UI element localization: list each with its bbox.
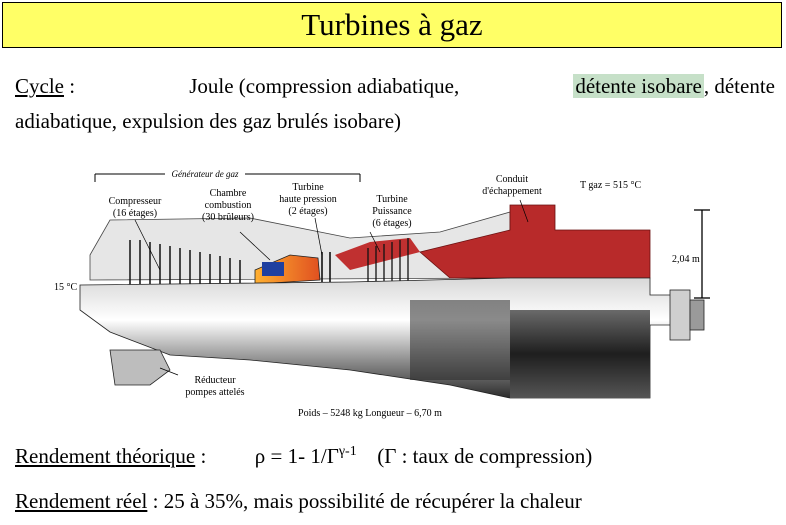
combustion-chamber	[254, 254, 321, 285]
reducer-gearbox	[109, 349, 171, 386]
height-dimension	[694, 209, 710, 299]
cycle-text-a: Joule (compression adiabatique,	[189, 74, 460, 98]
exhaust-housing	[510, 310, 650, 398]
chamber-label-2: combustion	[205, 200, 252, 211]
power-turbine-label-1: Turbine	[376, 194, 408, 205]
leader-lines	[134, 199, 529, 376]
compression-note: (Γ : taux de compression)	[377, 444, 593, 468]
chamber-label-3: (30 brûleurs)	[202, 212, 254, 223]
cycle-line-1: Cycle : Joule (compression adiabatique, …	[15, 74, 775, 99]
burner-blue	[262, 262, 284, 276]
turbine-diagram: Générateur de gaz	[54, 169, 710, 419]
hp-turbine-blades	[321, 252, 331, 285]
rendement-reel-label: Rendement réel	[15, 489, 148, 513]
chamber-label-1: Chambre	[210, 188, 247, 199]
output-shaft	[689, 299, 705, 331]
generator-label: Générateur de gaz	[172, 169, 239, 179]
hot-duct	[335, 238, 420, 270]
cycle-line-1-right: détente isobare, détente	[573, 74, 775, 99]
inlet-temp-label: 15 °C	[54, 282, 77, 293]
rendement-theorique-label: Rendement théorique	[15, 444, 196, 468]
power-turbine-label-3: (6 étages)	[372, 218, 411, 229]
exhaust-label-2: d'échappement	[482, 186, 542, 197]
generator-bracket	[94, 173, 361, 182]
rendement-reel-text: : 25 à 35%, mais possibilité de récupére…	[147, 489, 582, 513]
height-label: 2,04 m	[672, 254, 700, 265]
rendement-theorique-sep: :	[195, 444, 207, 468]
cycle-highlight: détente isobare	[573, 74, 704, 98]
hp-turbine-label-1: Turbine	[292, 182, 324, 193]
rho-exponent: γ-1	[338, 444, 357, 459]
rendement-theorique-line: Rendement théorique : ρ = 1- 1/Γγ-1 (Γ :…	[15, 444, 592, 469]
compressor-label-2: (16 étages)	[113, 208, 157, 219]
compressor-label-1: Compresseur	[109, 196, 162, 207]
page-title: Turbines à gaz	[301, 7, 483, 42]
title-bar: Turbines à gaz	[2, 2, 782, 48]
cycle-line-1-left: Cycle :	[15, 74, 75, 99]
cycle-sep: :	[63, 74, 76, 98]
cycle-label: Cycle	[15, 74, 64, 98]
t-gas-label: T gaz = 515 °C	[580, 180, 641, 191]
rho-formula: ρ = 1- 1/Γ	[254, 444, 339, 468]
power-section	[410, 300, 510, 380]
rendement-reel-line: Rendement réel : 25 à 35%, mais possibil…	[15, 489, 582, 514]
output-coupling	[669, 289, 691, 341]
reducer-label-2: pompes attelés	[185, 387, 244, 398]
compressor-blades	[129, 240, 241, 285]
exhaust-label-1: Conduit	[496, 174, 528, 185]
power-turbine-label-2: Puissance	[372, 206, 412, 217]
reducer-label-1: Réducteur	[194, 375, 236, 386]
cycle-line-2: adiabatique, expulsion des gaz brulés is…	[15, 109, 402, 133]
cycle-text-b: , détente	[703, 74, 775, 98]
hp-turbine-label-3: (2 étages)	[288, 206, 327, 217]
hp-turbine-label-2: haute pression	[279, 194, 337, 205]
specs-label: Poids – 5248 kg Longueur – 6,70 m	[298, 408, 442, 419]
